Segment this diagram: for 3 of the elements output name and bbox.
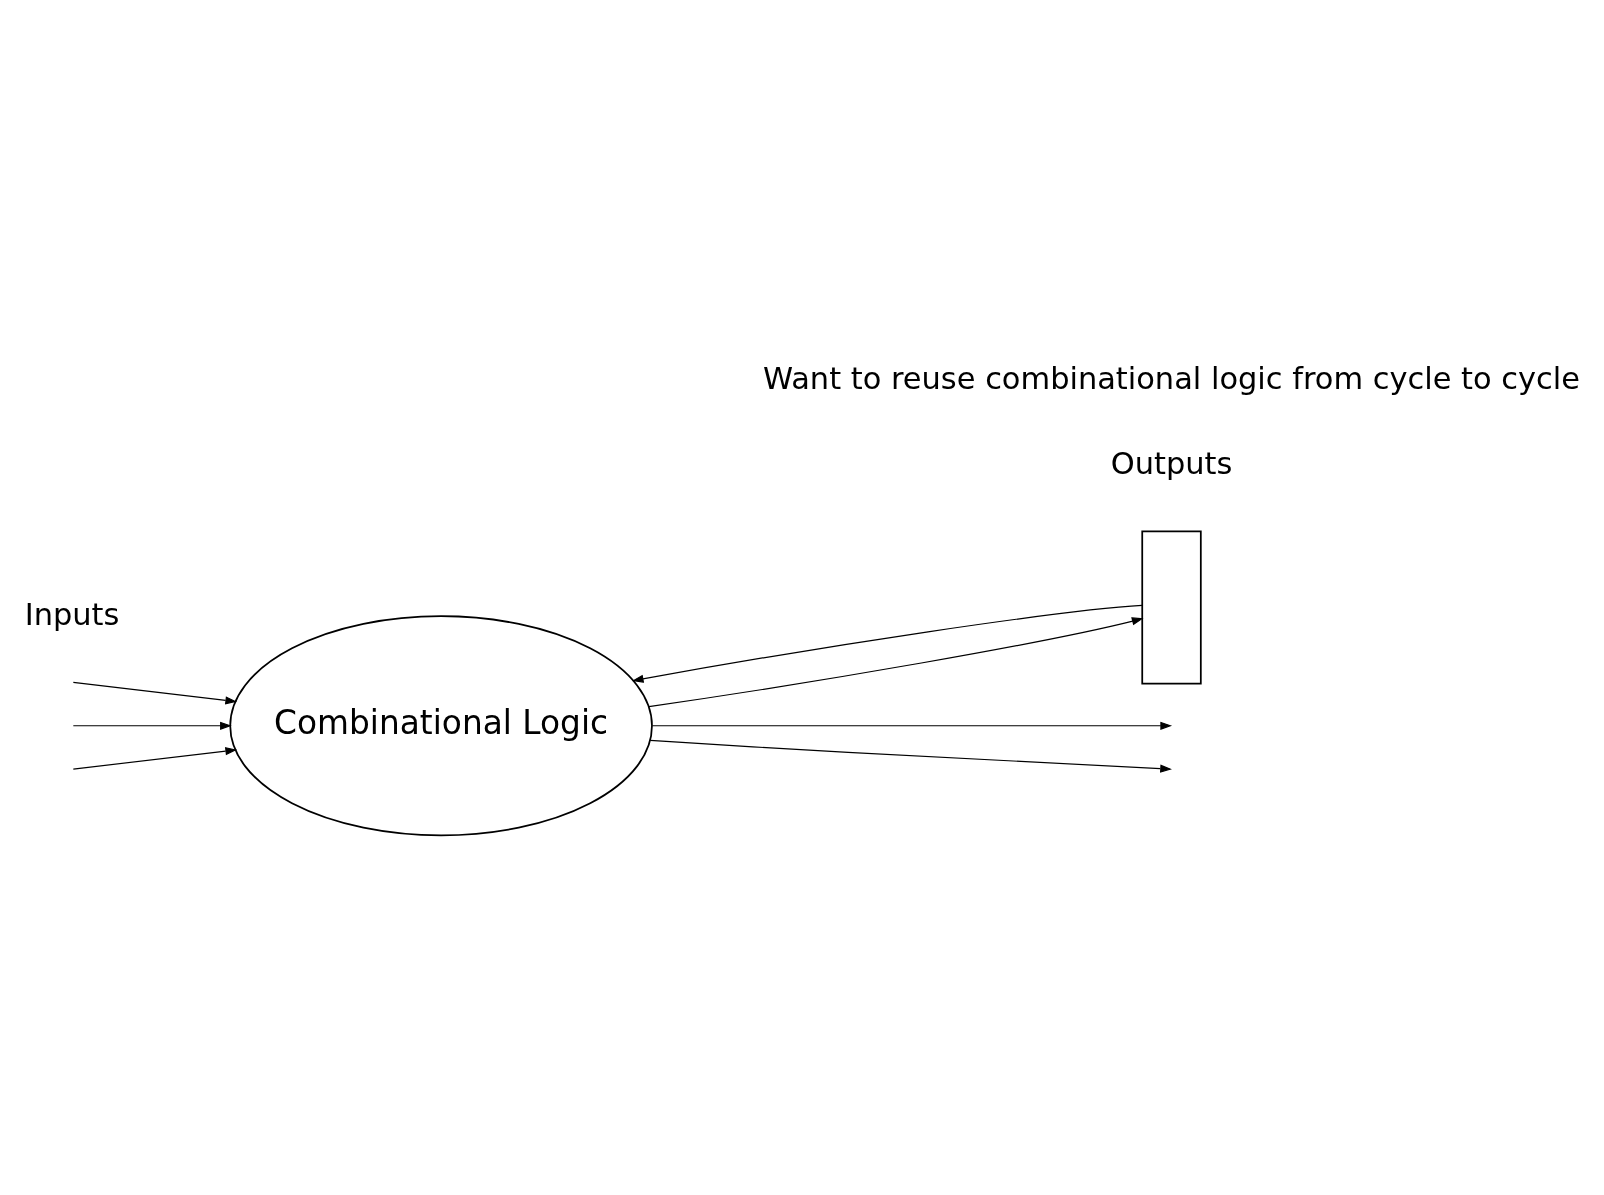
- label: Want to reuse combinational logic from cycle to cycle: [762, 360, 1580, 396]
- label: Outputs: [1110, 446, 1232, 482]
- label: Inputs: [24, 597, 119, 633]
